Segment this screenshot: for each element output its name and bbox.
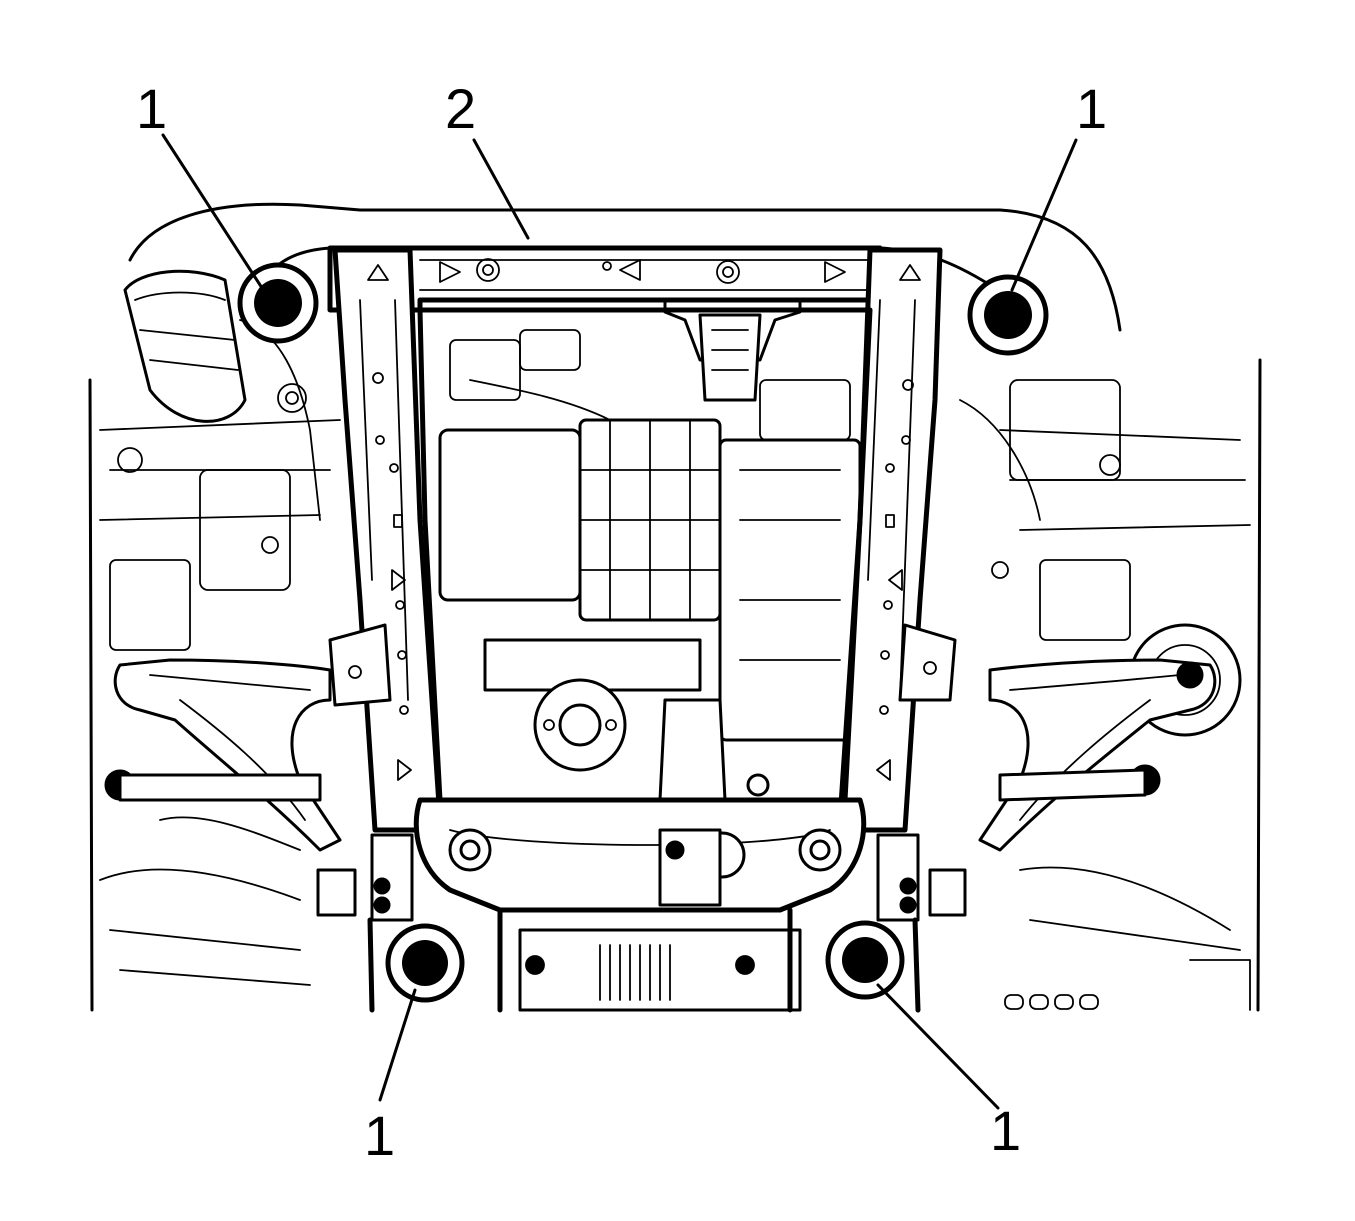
subframe-mount-bolts	[237, 262, 1049, 1003]
subframe-cradle	[266, 245, 992, 1013]
leader-line-top	[472, 138, 530, 240]
leader-lines	[161, 133, 1078, 1110]
leader-line-bottom-left	[378, 988, 417, 1102]
mount-bolt-top-right	[967, 274, 1049, 356]
leader-line-bottom-right	[876, 983, 1000, 1110]
leader-line-top-left	[161, 133, 264, 290]
callout-1-bottom-left: 1	[364, 1104, 395, 1167]
engine-block	[438, 329, 862, 802]
mount-bolt-bottom-left	[385, 923, 465, 1003]
callout-labels: 1 2 1 1 1	[136, 77, 1107, 1167]
mount-bolt-top-left	[237, 262, 319, 344]
callout-1-bottom-right: 1	[990, 1099, 1021, 1162]
callout-1-top-left: 1	[136, 77, 167, 140]
leader-line-top-right	[1010, 138, 1078, 292]
upper-mount	[663, 296, 802, 402]
mount-bolt-bottom-right	[825, 920, 905, 1000]
callout-2-top: 2	[445, 77, 476, 140]
callout-1-top-right: 1	[1076, 77, 1107, 140]
lower-control-arms	[104, 658, 1217, 852]
